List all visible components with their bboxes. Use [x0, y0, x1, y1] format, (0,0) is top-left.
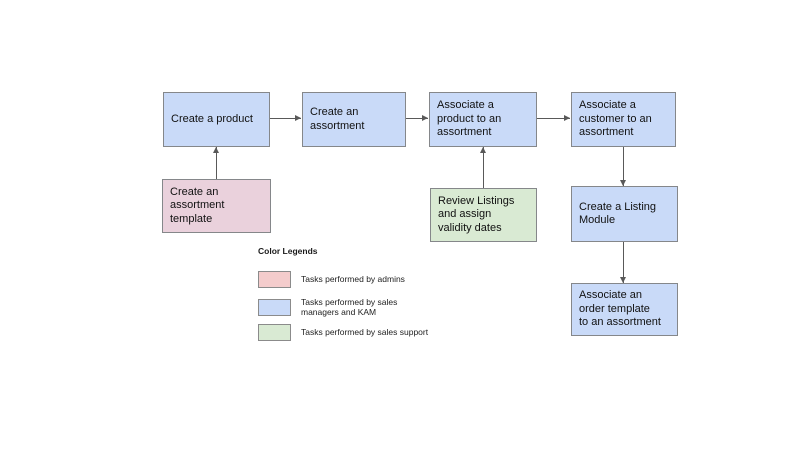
arrow-review-listings-to-associate-product	[480, 147, 486, 188]
legend-item-sales-support: Tasks performed by sales support	[258, 324, 428, 341]
legend-swatch-admins	[258, 271, 291, 288]
legend-label-sales-support: Tasks performed by sales support	[301, 326, 429, 337]
color-legend: Color Legends Tasks performed by admins …	[258, 246, 428, 341]
legend-swatch-sales-support	[258, 324, 291, 341]
legend-item-admins: Tasks performed by admins	[258, 271, 428, 288]
arrow-assortment-template-to-create-product	[213, 147, 219, 179]
node-create-assortment: Create an assortment	[302, 92, 406, 147]
legend-swatch-sales-managers	[258, 299, 291, 316]
node-associate-order-template: Associate an order template to an assort…	[571, 283, 678, 336]
arrow-associate-product-to-associate-customer	[537, 115, 570, 121]
legend-item-sales-managers: Tasks performed by sales managers and KA…	[258, 297, 428, 317]
node-create-product: Create a product	[163, 92, 270, 147]
legend-label-sales-managers: Tasks performed by sales managers and KA…	[301, 297, 398, 317]
node-review-listings: Review Listings and assign validity date…	[430, 188, 537, 242]
arrow-create-product-to-create-assortment	[270, 115, 301, 121]
node-associate-customer: Associate a customer to an assortment	[571, 92, 676, 147]
arrow-associate-customer-to-listing-module	[620, 147, 626, 186]
legend-label-admins: Tasks performed by admins	[301, 273, 405, 284]
node-create-assortment-template: Create an assortment template	[162, 179, 271, 233]
node-create-listing-module: Create a Listing Module	[571, 186, 678, 242]
arrow-create-assortment-to-associate-product	[406, 115, 428, 121]
arrow-listing-module-to-order-template	[620, 242, 626, 283]
node-associate-product: Associate a product to an assortment	[429, 92, 537, 147]
legend-title: Color Legends	[258, 246, 318, 256]
